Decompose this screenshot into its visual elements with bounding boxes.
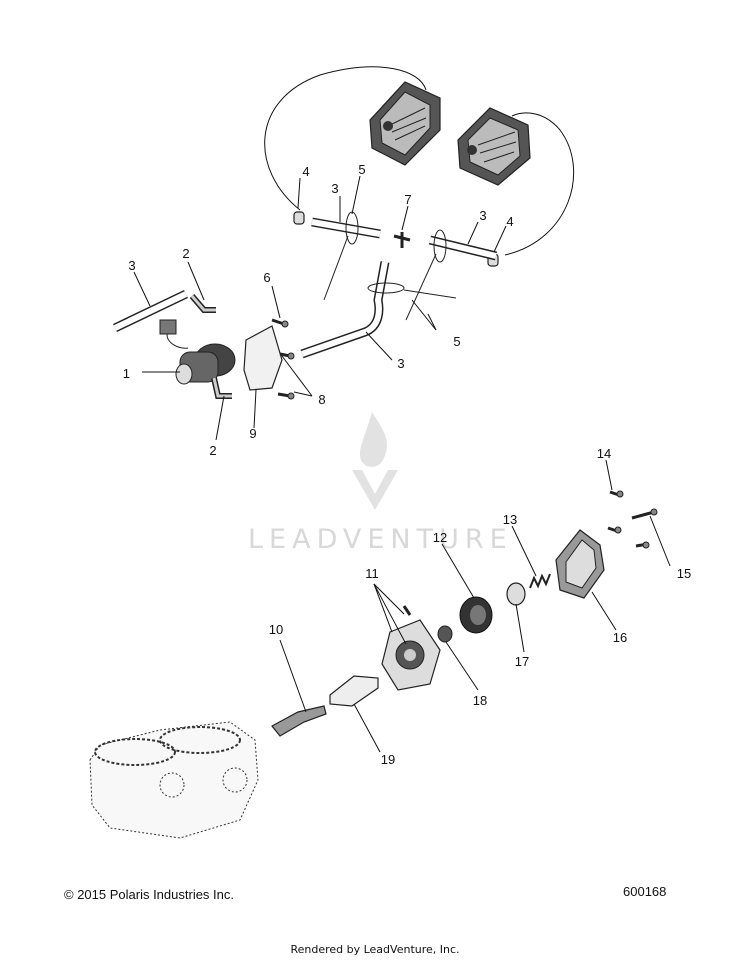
callout-17: 17 bbox=[515, 654, 529, 669]
rendered-by: Rendered by LeadVenture, Inc. bbox=[290, 943, 460, 956]
watermark-v-icon bbox=[352, 470, 398, 510]
callout-1: 1 bbox=[123, 366, 130, 381]
callout-10: 10 bbox=[269, 622, 283, 637]
callout-3-center: 3 bbox=[397, 356, 404, 371]
callout-2-upper: 2 bbox=[182, 246, 189, 261]
diagram-number: 600168 bbox=[623, 884, 667, 899]
callout-14: 14 bbox=[597, 446, 611, 461]
callout-4-right: 4 bbox=[506, 214, 513, 229]
wire-loop-right bbox=[504, 112, 575, 256]
wire-loop-left bbox=[264, 66, 427, 211]
callout-3-upper-right: 3 bbox=[479, 208, 486, 223]
watermark: LEADVENTURE bbox=[248, 412, 513, 555]
tee-fitting bbox=[393, 232, 411, 248]
callout-7: 7 bbox=[404, 192, 411, 207]
callout-19: 19 bbox=[381, 752, 395, 767]
callout-15: 15 bbox=[677, 566, 691, 581]
fitting-upper bbox=[189, 294, 216, 313]
callout-11: 11 bbox=[365, 566, 379, 581]
bracket bbox=[243, 325, 283, 391]
callout-4-left: 4 bbox=[302, 164, 309, 179]
callout-3-upper-left: 3 bbox=[331, 181, 338, 196]
valve-cover bbox=[555, 529, 605, 599]
callout-6: 6 bbox=[263, 270, 270, 285]
hose-clamp-right bbox=[405, 229, 447, 321]
screw-14a bbox=[609, 490, 624, 498]
callout-18: 18 bbox=[473, 693, 487, 708]
callout-5-upper: 5 bbox=[358, 162, 365, 177]
screw-14b bbox=[607, 526, 622, 534]
callout-8: 8 bbox=[318, 392, 325, 407]
left-short-hose bbox=[113, 289, 188, 333]
upper-left-valve-cover bbox=[369, 81, 441, 166]
screw-6 bbox=[271, 318, 289, 328]
screw-8a bbox=[279, 352, 295, 360]
valve-base-housing bbox=[381, 605, 441, 691]
callout-2-lower: 2 bbox=[209, 443, 216, 458]
hose-clamp-center bbox=[367, 282, 457, 299]
leader-lines bbox=[133, 175, 671, 753]
gasket bbox=[329, 675, 379, 707]
solenoid bbox=[159, 319, 236, 385]
center-bent-hose bbox=[300, 261, 390, 359]
callout-16: 16 bbox=[613, 630, 627, 645]
callout-3-left: 3 bbox=[128, 258, 135, 273]
watermark-text: LEADVENTURE bbox=[248, 524, 513, 555]
callout-12: 12 bbox=[433, 530, 447, 545]
copyright: © 2015 Polaris Industries Inc. bbox=[64, 887, 234, 902]
cap-left bbox=[293, 211, 305, 225]
retainer bbox=[506, 582, 526, 606]
callout-13: 13 bbox=[503, 512, 517, 527]
callout-5-lower: 5 bbox=[453, 334, 460, 349]
screw-15a bbox=[631, 508, 658, 520]
watermark-flame-icon bbox=[359, 412, 387, 467]
upper-right-hose bbox=[428, 235, 498, 261]
fitting-10 bbox=[271, 705, 327, 737]
screw-8b bbox=[277, 392, 295, 400]
spring bbox=[529, 573, 551, 589]
upper-right-valve-cover bbox=[457, 107, 531, 186]
engine-block bbox=[89, 721, 259, 839]
screw-15b bbox=[635, 541, 650, 549]
piston bbox=[437, 625, 453, 643]
callout-9: 9 bbox=[249, 426, 256, 441]
diaphragm bbox=[459, 596, 493, 634]
fitting-lower bbox=[211, 377, 232, 399]
